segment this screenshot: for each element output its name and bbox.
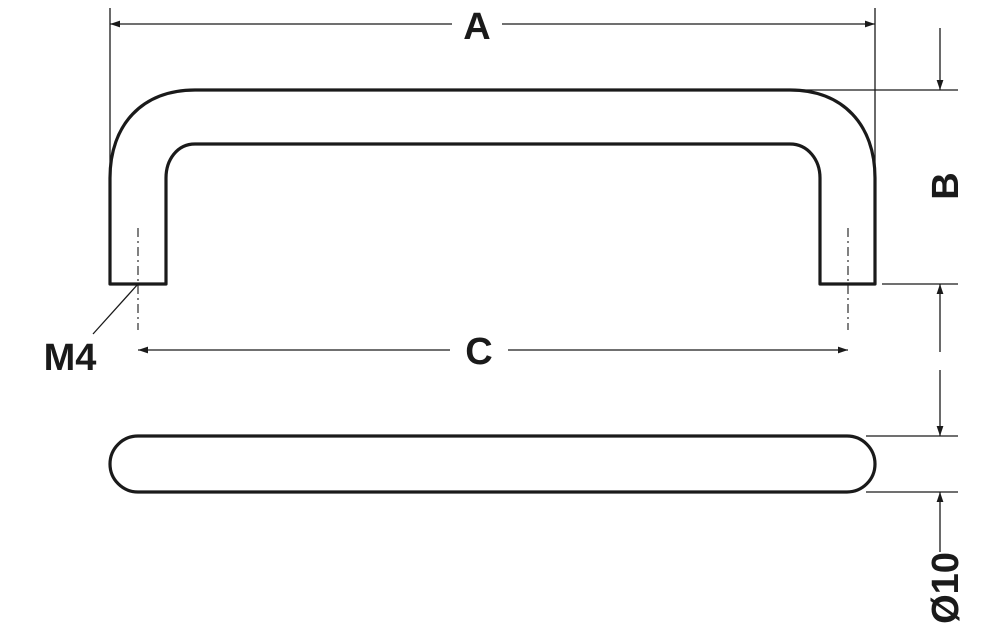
handle-bar-outline	[108, 434, 877, 494]
dimension-b: B	[790, 28, 967, 352]
dimension-c-label: C	[465, 331, 492, 373]
dimension-a: A	[109, 6, 876, 168]
thread-leader-line	[92, 283, 139, 335]
handle-top-view	[108, 434, 877, 494]
dimension-b-label: B	[925, 172, 967, 199]
dimension-a-label: A	[463, 6, 490, 48]
dimension-c-label-gap	[450, 330, 508, 370]
dimension-c: C	[138, 330, 848, 373]
dimension-a-label-gap	[452, 6, 502, 46]
thread-callout: M4	[44, 283, 139, 379]
handle-side-view	[108, 88, 877, 330]
dimension-diameter: Ø10	[866, 370, 967, 624]
handle-bow-outline	[108, 88, 877, 286]
diameter-label: Ø10	[925, 552, 967, 624]
thread-label: M4	[44, 337, 97, 379]
